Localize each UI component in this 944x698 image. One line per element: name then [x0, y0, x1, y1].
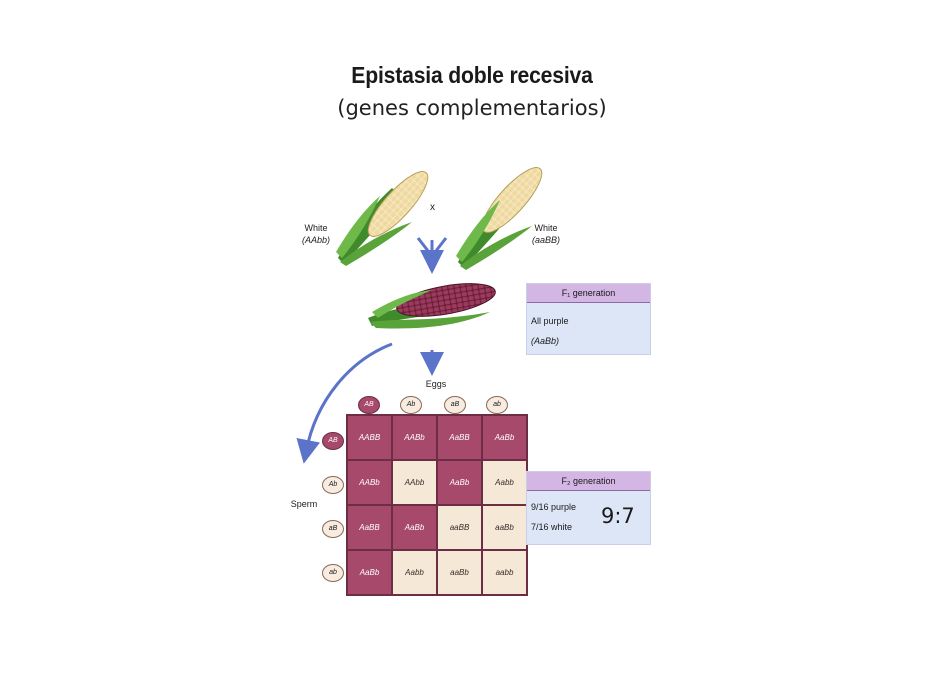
- punnett-cell: AABB: [347, 415, 392, 460]
- f2-generation-box: F₂ generation 9/16 purple 7/16 white 9:7: [526, 471, 651, 545]
- arrow-f1-to-sperm-icon: [296, 342, 393, 464]
- f1-line2: (AaBb): [531, 336, 560, 346]
- punnett-cell: AABb: [392, 415, 437, 460]
- f2-line1: 9/16 purple: [531, 502, 577, 512]
- punnett-cell: AaBB: [347, 505, 392, 550]
- f2-ratio: 9:7: [601, 504, 635, 528]
- f1-generation-box: F₁ generation All purple (AaBb): [526, 283, 651, 355]
- sperm-label: Sperm: [290, 499, 318, 509]
- punnett-cell: AaBB: [437, 415, 482, 460]
- corn-white-left-icon: [336, 171, 429, 266]
- punnett-cell: aabb: [482, 550, 527, 595]
- egg-gamete: AB: [358, 396, 380, 414]
- corn-white-right-icon: [456, 167, 543, 270]
- f2-line2: 7/16 white: [531, 522, 573, 532]
- punnett-cell: aaBb: [437, 550, 482, 595]
- punnett-cell: aaBB: [437, 505, 482, 550]
- punnett-cell: AAbb: [392, 460, 437, 505]
- eggs-label: Eggs: [425, 379, 447, 389]
- punnett-cell: AaBb: [437, 460, 482, 505]
- sperm-gamete: AB: [322, 432, 344, 450]
- sperm-gamete: ab: [322, 564, 344, 582]
- punnett-cell: Aabb: [482, 460, 527, 505]
- sperm-gamete: aB: [322, 520, 344, 538]
- punnett-cell: AaBb: [347, 550, 392, 595]
- parent-right-label: White (aaBB): [531, 223, 560, 245]
- f2-heading: F₂ generation: [527, 472, 650, 491]
- egg-gamete: Ab: [400, 396, 422, 414]
- egg-gamete: ab: [486, 396, 508, 414]
- punnett-cell: Aabb: [392, 550, 437, 595]
- corn-purple-icon: [368, 283, 496, 329]
- f1-heading: F₁ generation: [527, 284, 650, 303]
- egg-gamete: aB: [444, 396, 466, 414]
- page-subtitle: (genes complementarios): [337, 96, 607, 120]
- sperm-gamete: Ab: [322, 476, 344, 494]
- punnett-cell: AABb: [347, 460, 392, 505]
- parent-left-label: White (AAbb): [301, 223, 330, 245]
- page-title: Epistasia doble recesiva: [351, 62, 593, 88]
- punnett-cell: aaBb: [482, 505, 527, 550]
- f1-line1: All purple: [531, 316, 569, 326]
- punnett-cell: AaBb: [392, 505, 437, 550]
- punnett-cell: AaBb: [482, 415, 527, 460]
- cross-symbol: x: [430, 202, 435, 213]
